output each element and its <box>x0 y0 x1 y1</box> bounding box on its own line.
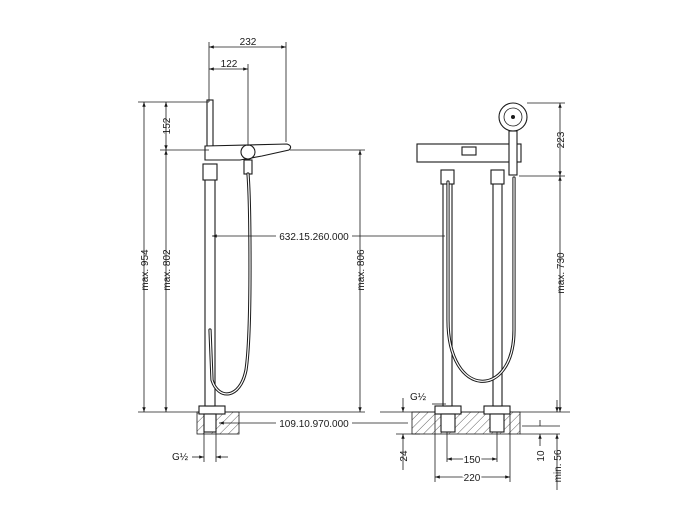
base-flange-right-a <box>434 405 462 415</box>
hose-right <box>446 176 516 383</box>
shower-handle-right <box>508 130 518 176</box>
part-number-hose: 632.15.260.000 <box>279 232 349 243</box>
dim-height-max-right: max. 730 <box>556 252 567 294</box>
mixer-outlet-left <box>243 159 253 175</box>
dim-height-max-spout: max. 806 <box>356 249 367 291</box>
thread-left: G½ <box>172 452 189 463</box>
hose-left <box>208 172 252 396</box>
riser-sleeve-left <box>202 163 218 181</box>
hand-shower-left <box>206 99 214 151</box>
dim-height-max-total: max. 954 <box>140 249 151 291</box>
dim-floor-thickness: 24 <box>399 450 410 462</box>
left-view <box>138 99 365 435</box>
base-connector-left <box>203 413 217 433</box>
dim-height-top: 152 <box>162 117 173 134</box>
part-number-base: 109.10.970.000 <box>279 419 349 430</box>
dim-min-depth: min. 56 <box>553 449 564 482</box>
mixer-handle-left <box>240 144 256 160</box>
dim-height-max-body: max. 802 <box>162 249 173 291</box>
dim-base-spacing: 150 <box>464 455 481 466</box>
dim-base-offset: 10 <box>536 450 547 462</box>
base-flange-right-b <box>483 405 511 415</box>
right-view <box>380 102 570 435</box>
dim-width-spout: 122 <box>221 59 238 70</box>
base-connector-right-a <box>440 413 456 433</box>
dim-base-width: 220 <box>464 473 481 484</box>
dim-height-shower-right: 223 <box>556 131 567 148</box>
mixer-outlet-right <box>461 146 477 156</box>
base-connector-right-b <box>489 413 505 433</box>
base-flange-left <box>198 405 226 415</box>
riser-sleeve-right-b <box>490 169 505 185</box>
riser-column-left <box>204 175 216 407</box>
thread-right: G½ <box>410 392 427 403</box>
dim-width-total: 232 <box>240 37 257 48</box>
